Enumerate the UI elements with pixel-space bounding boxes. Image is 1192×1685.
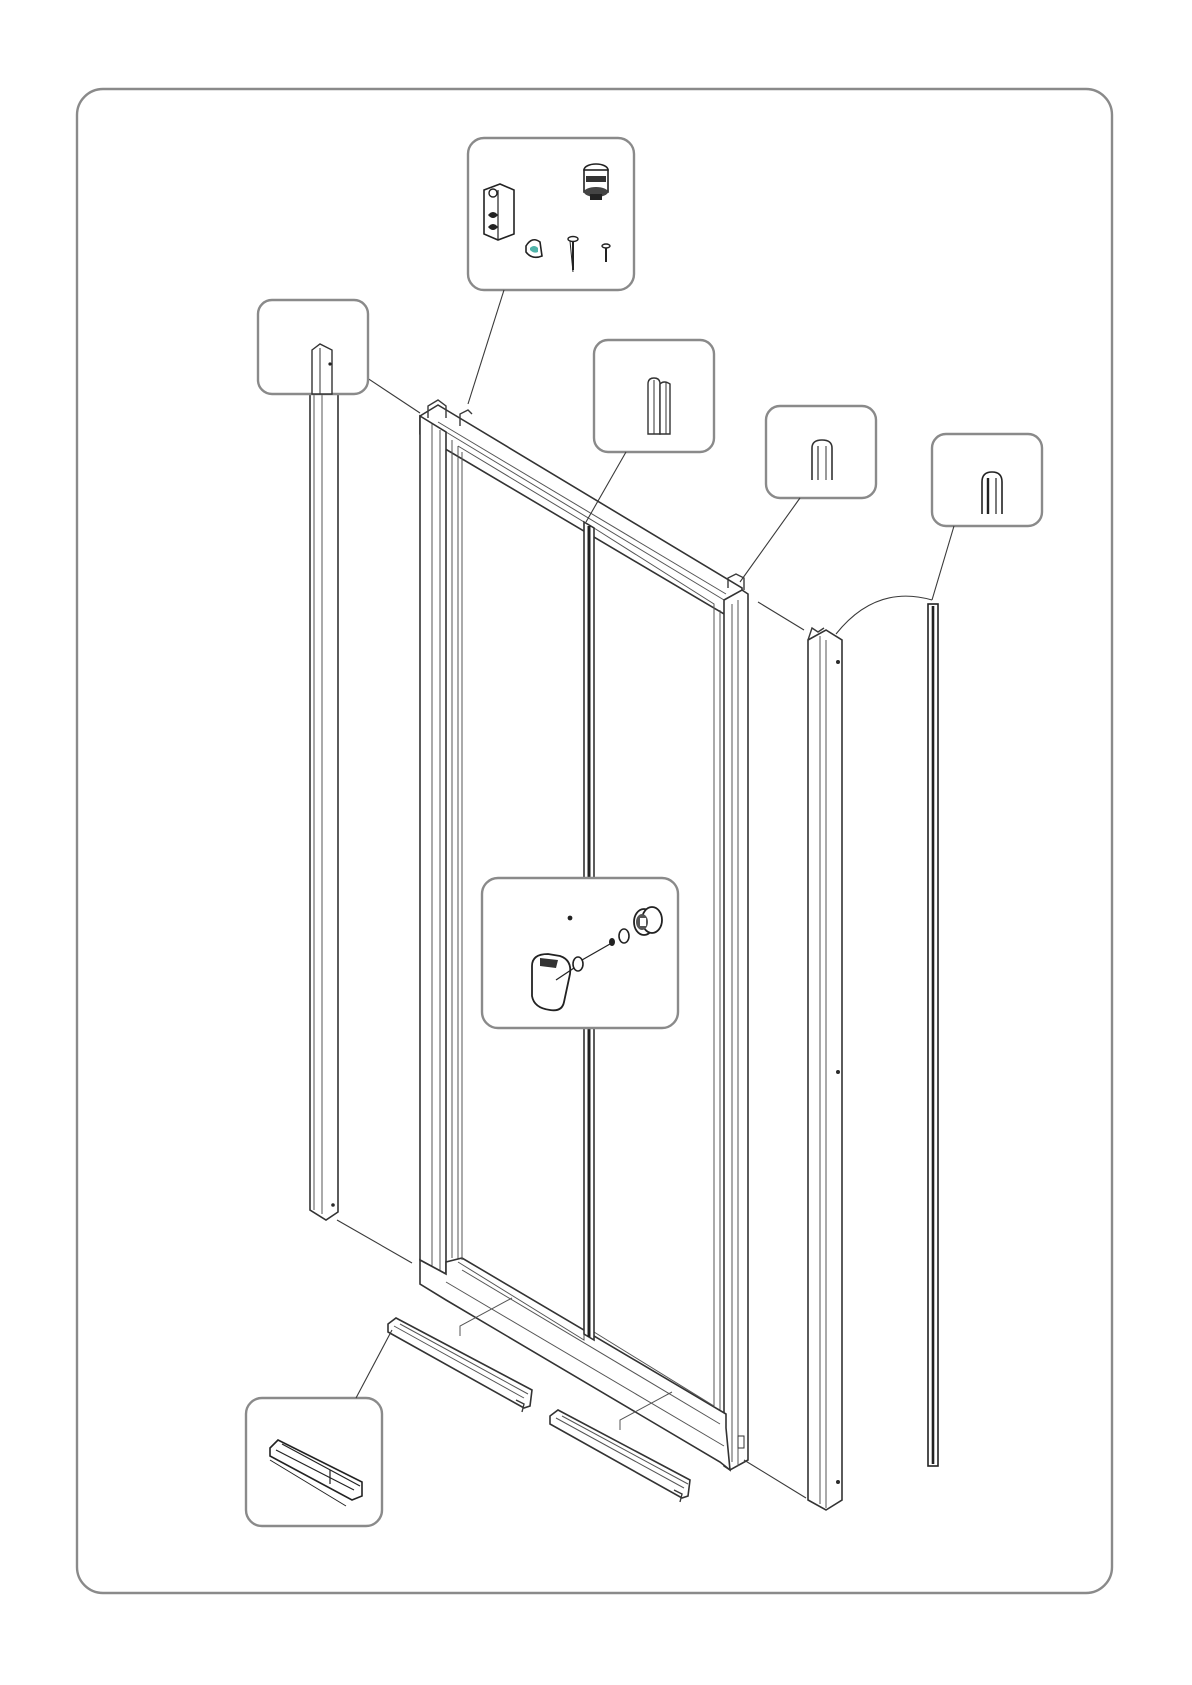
wall-profile-right: [808, 628, 842, 1510]
callout-bottom-track-profile: [246, 1398, 382, 1526]
clip-icon: [526, 240, 542, 258]
callout-frame-corner-profile: [766, 406, 876, 498]
knob-icon: [634, 907, 662, 935]
leader-left-bottom: [337, 1220, 412, 1263]
seal-strip: [928, 604, 938, 1466]
hinge-block-icon: [484, 184, 514, 240]
roller-icon: [584, 164, 608, 200]
nut-icon: [609, 938, 615, 946]
leader-right-top: [758, 602, 804, 630]
callout-seal-profile: [932, 434, 1042, 526]
leader-right-bottom: [744, 1460, 806, 1498]
callout-center-joint-profile: [594, 340, 714, 452]
leader-frame-corner: [740, 498, 800, 582]
leader-hardware-kit: [468, 290, 504, 404]
callout-handle-assembly: [482, 878, 678, 1028]
callout-hinge-hardware-kit: [468, 138, 634, 290]
leader-seal: [932, 526, 954, 600]
wall-profile-left: [310, 342, 338, 1220]
callout-wall-profile-top-end: [258, 300, 368, 394]
leader-bottom-track: [356, 1330, 392, 1398]
leader-seal-arc: [836, 596, 932, 634]
